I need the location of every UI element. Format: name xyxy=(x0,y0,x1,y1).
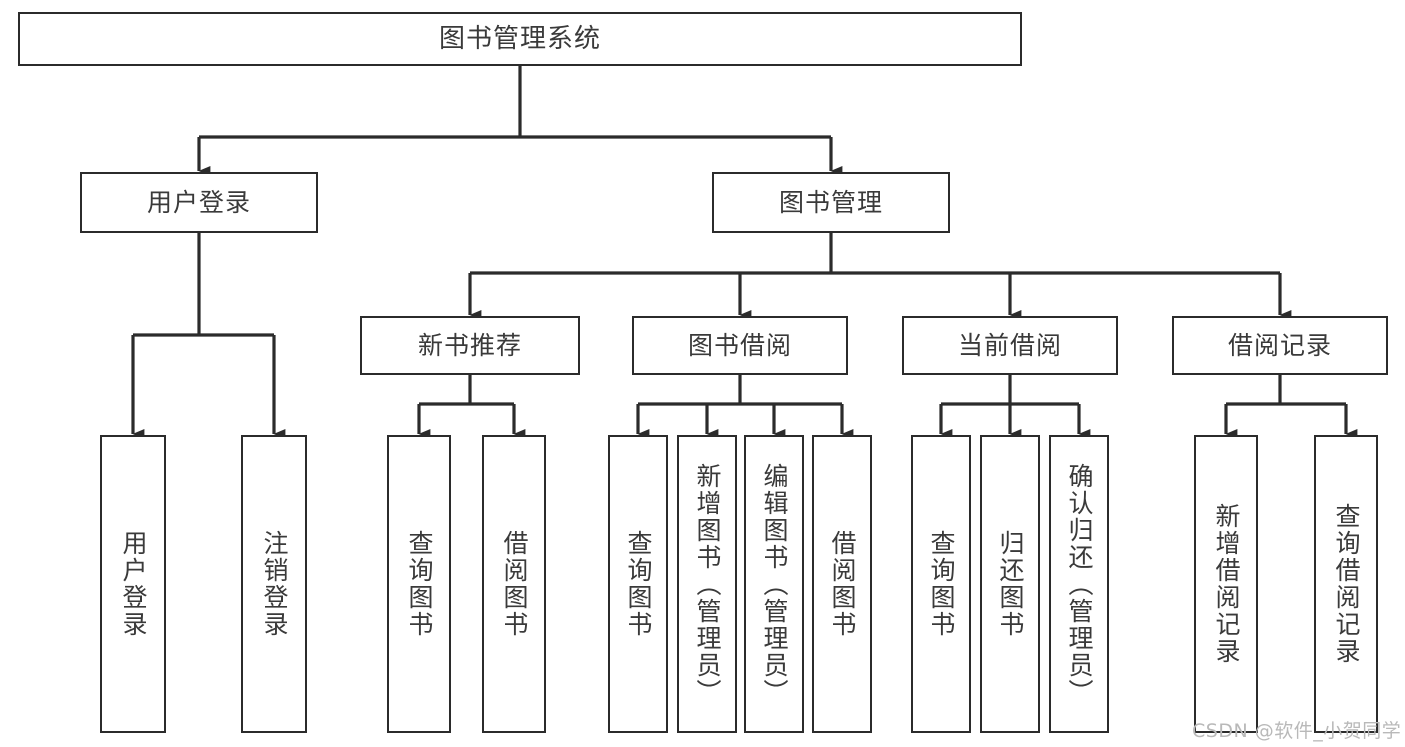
node-current-borrow[interactable]: 当前借阅 xyxy=(902,316,1118,375)
node-user-login[interactable]: 用户登录 xyxy=(80,172,318,233)
node-label: 新增借阅记录 xyxy=(1212,503,1241,665)
leaf-query-book-borrow[interactable]: 查询图书 xyxy=(608,435,668,733)
leaf-borrow-book-recommend[interactable]: 借阅图书 xyxy=(482,435,546,733)
node-label: 归还图书 xyxy=(996,530,1025,638)
node-label: 图书管理系统 xyxy=(438,23,601,54)
node-label: 查询图书 xyxy=(624,530,653,638)
leaf-user-login[interactable]: 用户登录 xyxy=(100,435,166,733)
node-label: 用户登录 xyxy=(119,530,148,638)
node-label: 借阅记录 xyxy=(1227,330,1332,360)
leaf-add-borrow-record[interactable]: 新增借阅记录 xyxy=(1194,435,1258,733)
node-label: 查询图书 xyxy=(405,530,434,638)
node-label: 借阅图书 xyxy=(828,530,857,638)
node-new-book-recommend[interactable]: 新书推荐 xyxy=(360,316,580,375)
leaf-borrow-book[interactable]: 借阅图书 xyxy=(812,435,872,733)
node-label: 图书借阅 xyxy=(687,330,792,360)
leaf-query-book-recommend[interactable]: 查询图书 xyxy=(387,435,451,733)
leaf-query-book-current[interactable]: 查询图书 xyxy=(911,435,971,733)
node-book-borrow[interactable]: 图书借阅 xyxy=(632,316,848,375)
node-label: 当前借阅 xyxy=(957,330,1062,360)
csdn-watermark: CSDN @软件_小贺同学 xyxy=(1192,720,1402,742)
node-label: 注销登录 xyxy=(260,530,289,638)
node-label: 确认归还（管理员） xyxy=(1065,462,1094,706)
node-book-management[interactable]: 图书管理 xyxy=(712,172,950,233)
node-label: 新增图书（管理员） xyxy=(693,462,722,706)
leaf-edit-book-admin[interactable]: 编辑图书（管理员） xyxy=(744,435,804,733)
node-label: 编辑图书（管理员） xyxy=(760,462,789,706)
leaf-return-book[interactable]: 归还图书 xyxy=(980,435,1040,733)
node-root-system[interactable]: 图书管理系统 xyxy=(18,12,1022,66)
node-label: 新书推荐 xyxy=(417,330,522,360)
leaf-query-borrow-record[interactable]: 查询借阅记录 xyxy=(1314,435,1378,733)
leaf-logout[interactable]: 注销登录 xyxy=(241,435,307,733)
node-label: 用户登录 xyxy=(146,187,251,217)
node-borrow-record[interactable]: 借阅记录 xyxy=(1172,316,1388,375)
node-label: 借阅图书 xyxy=(500,530,529,638)
node-label: 查询借阅记录 xyxy=(1332,503,1361,665)
leaf-add-book-admin[interactable]: 新增图书（管理员） xyxy=(677,435,737,733)
node-label: 图书管理 xyxy=(778,187,883,217)
leaf-confirm-return-admin[interactable]: 确认归还（管理员） xyxy=(1049,435,1109,733)
node-label: 查询图书 xyxy=(927,530,956,638)
